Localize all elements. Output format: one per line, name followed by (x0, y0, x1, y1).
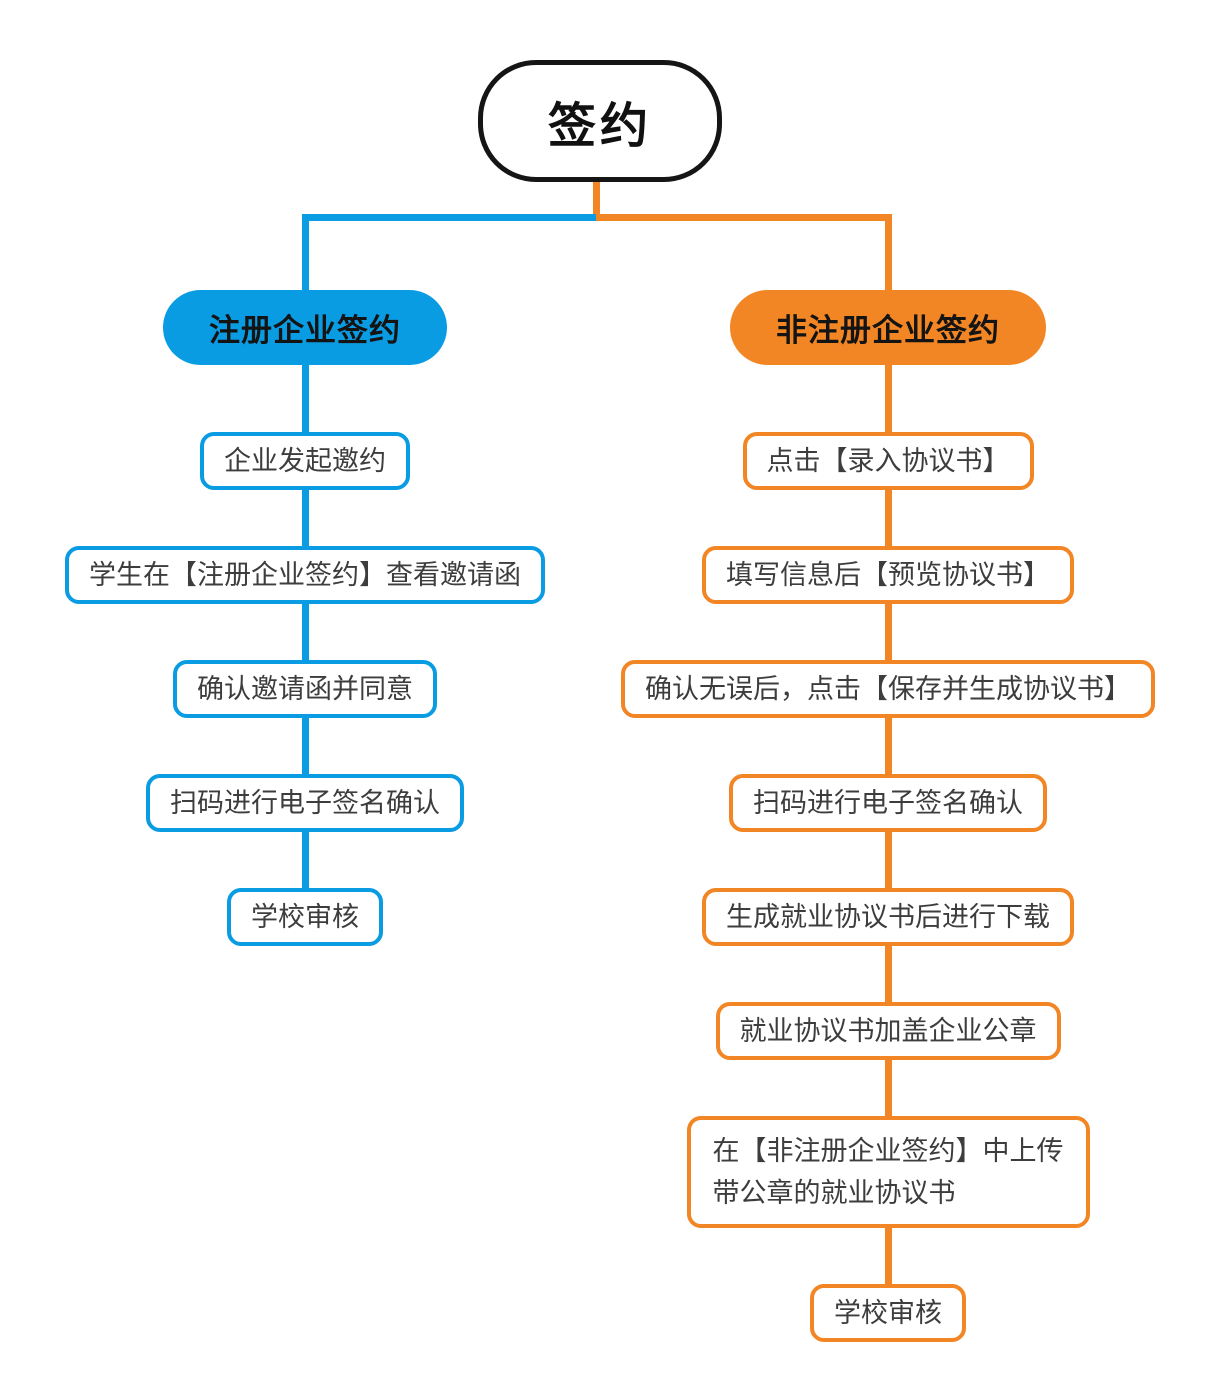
flow-step-registered-5: 学校审核 (227, 888, 383, 946)
connector-vertical-registered-2 (301, 490, 309, 546)
branch-column-registered: 注册企业签约企业发起邀约学生在【注册企业签约】查看邀请函确认邀请函并同意扫码进行… (0, 290, 610, 946)
connector-vertical-unregistered-8 (884, 1228, 892, 1284)
connector-horizontal-right (596, 214, 892, 221)
flow-step-registered-2: 学生在【注册企业签约】查看邀请函 (65, 546, 545, 604)
connector-drop-left (302, 214, 309, 290)
flow-step-unregistered-2: 填写信息后【预览协议书】 (702, 546, 1074, 604)
flow-step-unregistered-4: 扫码进行电子签名确认 (729, 774, 1047, 832)
connector-vertical-registered-5 (301, 832, 309, 888)
connector-vertical-unregistered-6 (884, 946, 892, 1002)
branch-column-unregistered: 非注册企业签约点击【录入协议书】填写信息后【预览协议书】确认无误后，点击【保存并… (576, 290, 1200, 1342)
flow-step-unregistered-8: 学校审核 (810, 1284, 966, 1342)
flow-step-registered-4: 扫码进行电子签名确认 (146, 774, 464, 832)
connector-root-stem (593, 182, 600, 221)
connector-vertical-registered-1 (301, 365, 309, 432)
connector-vertical-unregistered-1 (884, 365, 892, 432)
connector-vertical-unregistered-5 (884, 832, 892, 888)
branch-header-unregistered: 非注册企业签约 (730, 290, 1046, 365)
flow-step-unregistered-5: 生成就业协议书后进行下载 (702, 888, 1074, 946)
flow-step-unregistered-6: 就业协议书加盖企业公章 (715, 1002, 1061, 1060)
flow-step-unregistered-1: 点击【录入协议书】 (742, 432, 1034, 490)
connector-vertical-unregistered-7 (884, 1060, 892, 1116)
connector-vertical-unregistered-4 (884, 718, 892, 774)
flow-step-registered-3: 确认邀请函并同意 (173, 660, 437, 718)
flow-step-unregistered-7: 在【非注册企业签约】中上传 带公章的就业协议书 (686, 1116, 1090, 1228)
root-node-label: 签约 (547, 100, 652, 153)
connector-horizontal-left (302, 214, 596, 221)
connector-drop-right (885, 214, 892, 290)
flow-step-unregistered-3: 确认无误后，点击【保存并生成协议书】 (621, 660, 1155, 718)
connector-vertical-unregistered-2 (884, 490, 892, 546)
root-node: 签约 (478, 60, 722, 182)
branch-header-registered: 注册企业签约 (163, 290, 447, 365)
flow-step-registered-1: 企业发起邀约 (200, 432, 410, 490)
connector-vertical-registered-3 (301, 604, 309, 660)
connector-vertical-registered-4 (301, 718, 309, 774)
connector-vertical-unregistered-3 (884, 604, 892, 660)
